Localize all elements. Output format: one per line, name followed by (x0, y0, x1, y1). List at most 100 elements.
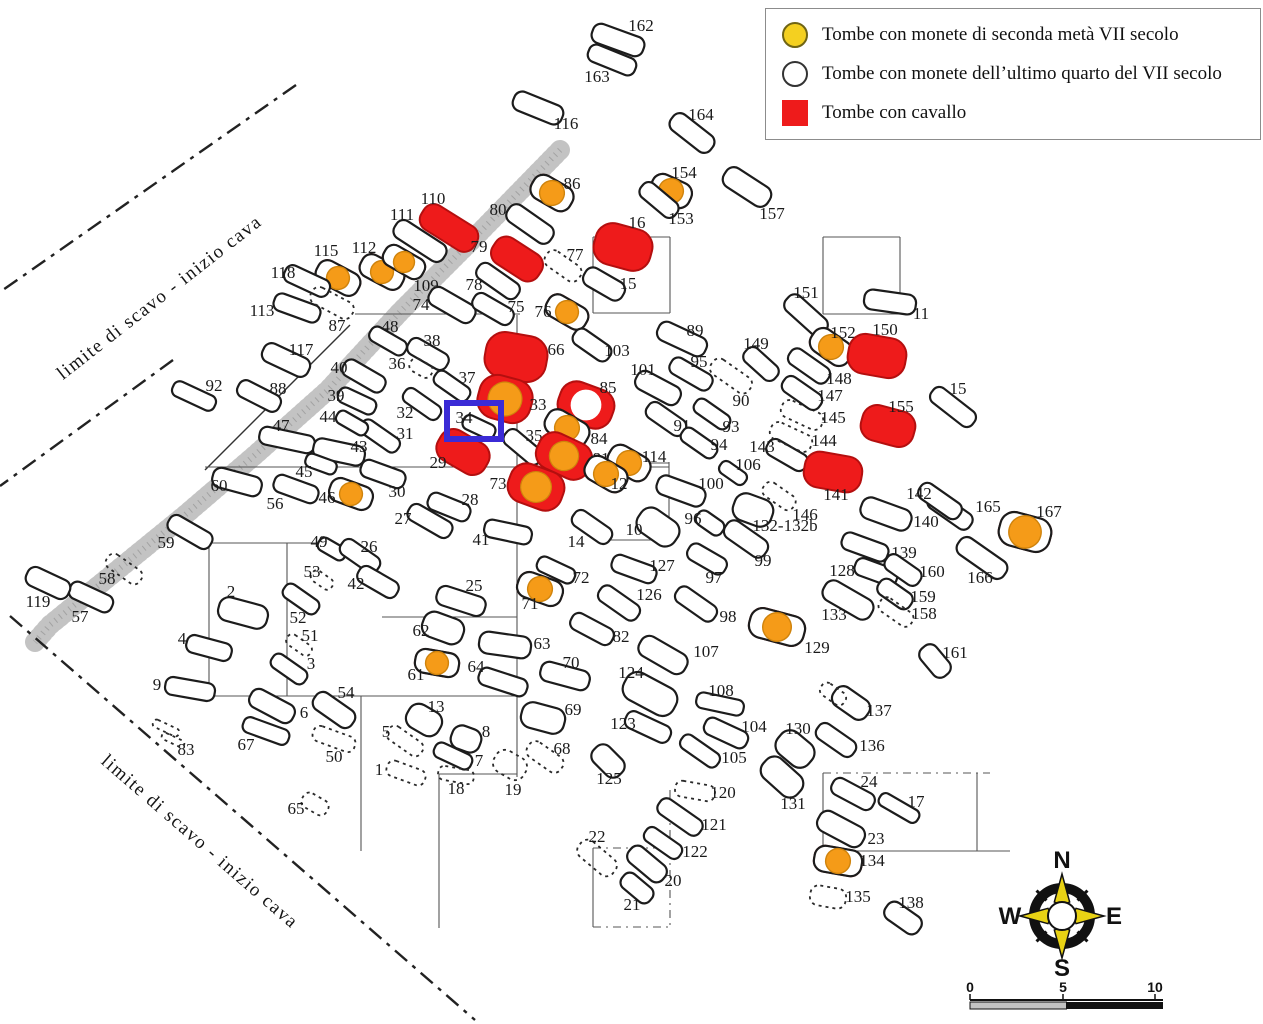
legend-label: Tombe con monete di seconda metà VII sec… (822, 23, 1179, 45)
tomb-number-166: 166 (967, 568, 993, 587)
tomb-number-138: 138 (898, 893, 924, 912)
tomb-number-83: 83 (178, 740, 195, 759)
tomb-number-59: 59 (158, 533, 175, 552)
coin-dot (538, 179, 566, 207)
tomb-number-35: 35 (526, 426, 543, 445)
tomb-number-36: 36 (389, 354, 406, 373)
tomb-14 (570, 508, 614, 546)
tomb-number-150: 150 (872, 320, 898, 339)
tomb-44 (334, 409, 370, 437)
tomb-141 (802, 450, 864, 494)
coin-dot (592, 460, 620, 488)
tomb-number-134: 134 (859, 851, 885, 870)
tomb-number-28: 28 (462, 490, 479, 509)
tomb-71 (515, 570, 565, 608)
tomb-101 (633, 369, 683, 407)
tomb-number-132-132b: 132-132b (752, 516, 817, 535)
tomb-152 (808, 326, 854, 368)
tomb-161 (918, 643, 952, 679)
tomb-number-53: 53 (304, 562, 321, 581)
tomb-mark (160, 731, 186, 749)
compass-s: S (1054, 955, 1070, 982)
tomb-34 (461, 413, 497, 441)
tomb-64 (477, 666, 529, 698)
tomb-number-111: 111 (390, 205, 414, 224)
white-coin-icon (782, 60, 808, 87)
tomb-number-152: 152 (830, 323, 856, 342)
tomb-number-141: 141 (823, 485, 849, 504)
tomb-number-79: 79 (471, 237, 488, 256)
tomb-70 (539, 660, 591, 692)
tomb-number-40: 40 (331, 358, 348, 377)
tomb-number-110: 110 (421, 189, 446, 208)
tomb-number-112: 112 (352, 238, 377, 257)
tomb-82 (569, 611, 615, 647)
tomb-number-155: 155 (888, 397, 914, 416)
compass-n: N (1053, 847, 1070, 874)
tomb-number-13: 13 (428, 697, 445, 716)
tomb-number-125: 125 (596, 769, 622, 788)
tomb-15 (928, 385, 978, 429)
tomb-number-100: 100 (698, 474, 724, 493)
tomb-number-104: 104 (741, 717, 767, 736)
tomb-132-132b (731, 492, 775, 528)
tomb-number-142: 142 (906, 484, 932, 503)
tomb-80 (505, 203, 555, 245)
tomb-9 (163, 675, 217, 703)
coin-dot (554, 299, 580, 325)
tomb-number-47: 47 (273, 416, 291, 435)
tomb-104 (702, 716, 750, 750)
tomb-50 (311, 724, 357, 754)
tomb-119 (24, 565, 72, 601)
tomb-122 (642, 825, 684, 861)
tomb-number-41: 41 (473, 530, 490, 549)
tomb-28 (426, 491, 472, 523)
compass-e: E (1106, 903, 1122, 930)
tomb-number-27: 27 (395, 509, 413, 528)
tomb-1 (385, 759, 427, 787)
tomb-65 (300, 791, 330, 817)
tomb-number-68: 68 (554, 739, 571, 758)
tomb-number-123: 123 (610, 714, 636, 733)
tomb-number-46: 46 (319, 488, 336, 507)
tomb-98 (673, 585, 719, 623)
tomb-number-143: 143 (749, 437, 775, 456)
tomb-number-8: 8 (482, 722, 491, 741)
tomb-number-97: 97 (706, 568, 724, 587)
tomb-number-162: 162 (628, 16, 654, 35)
tomb-108 (695, 691, 745, 717)
tomb-51 (285, 633, 313, 657)
tomb-number-33: 33 (530, 395, 547, 414)
tomb-123 (623, 710, 673, 744)
tomb-number-16: 16 (629, 213, 646, 232)
tomb-number-122: 122 (682, 842, 708, 861)
tomb-number-135: 135 (845, 887, 871, 906)
tomb-121 (656, 797, 704, 837)
tomb-number-84: 84 (591, 429, 609, 448)
tomb-number-130: 130 (785, 719, 811, 738)
tomb-number-129: 129 (804, 638, 830, 657)
coin-dot (325, 265, 351, 291)
tomb-number-99: 99 (755, 551, 772, 570)
tomb-number-163: 163 (584, 67, 610, 86)
coin-dot (817, 333, 845, 361)
tomb-number-61: 61 (408, 665, 425, 684)
tomb-23 (815, 809, 867, 849)
tomb-16 (592, 222, 654, 272)
tomb-158 (877, 596, 915, 628)
tomb-100 (655, 474, 707, 508)
tomb-number-164: 164 (688, 105, 714, 124)
tomb-number-101: 101 (630, 360, 656, 379)
tomb-6 (247, 687, 297, 725)
legend-label: Tombe con monete dell’ultimo quarto del … (822, 62, 1222, 84)
tomb-number-29: 29 (430, 453, 447, 472)
tomb-number-71: 71 (522, 594, 539, 613)
tomb-number-146: 146 (792, 505, 818, 524)
tomb-93 (692, 397, 732, 431)
tomb-38 (406, 336, 450, 372)
tomb-113 (272, 292, 322, 324)
tomb-146 (761, 480, 797, 512)
tomb-number-58: 58 (99, 569, 116, 588)
excavation-boundary-line-0 (0, 84, 297, 293)
tomb-number-136: 136 (859, 736, 885, 755)
